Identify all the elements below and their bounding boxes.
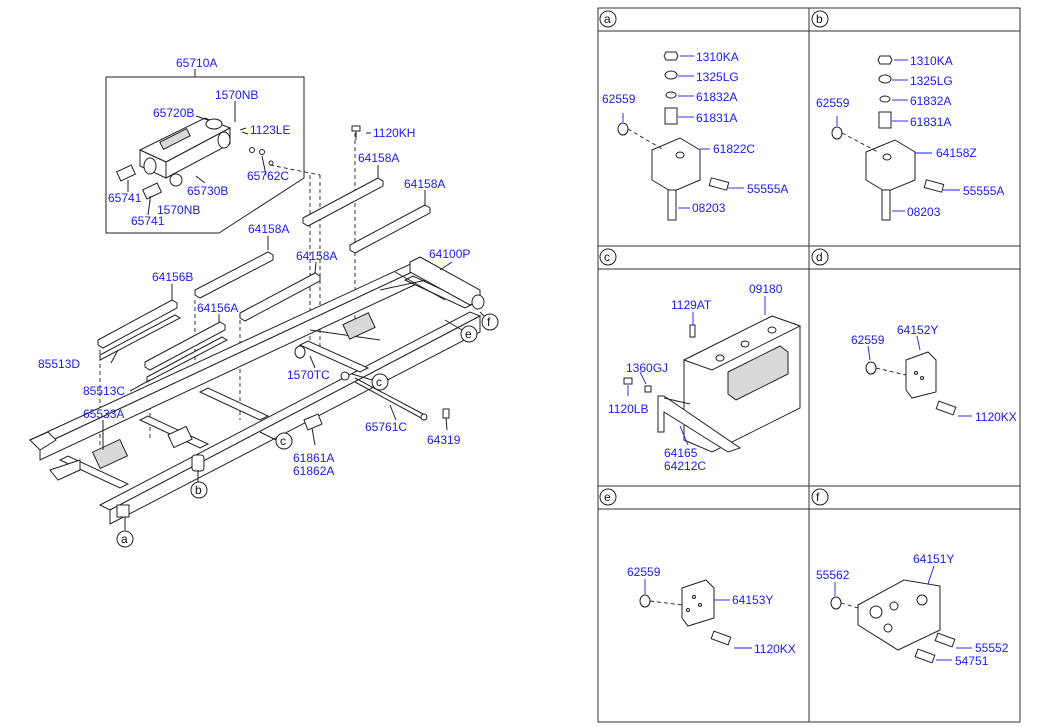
callout-b: b bbox=[195, 483, 202, 497]
panel-a-61832A: 61832A bbox=[696, 90, 737, 104]
callout-e: e bbox=[465, 327, 472, 341]
label-1570TC: 1570TC bbox=[287, 368, 330, 382]
label-64158A-2: 64158A bbox=[404, 177, 445, 191]
panel-b-61832A: 61832A bbox=[910, 94, 951, 108]
panel-b-61831A: 61831A bbox=[910, 115, 951, 129]
panel-c-64212C: 64212C bbox=[664, 459, 706, 473]
panel-e-62559: 62559 bbox=[627, 565, 661, 579]
panel-e-letter: e bbox=[604, 490, 611, 504]
panel-b-letter: b bbox=[816, 12, 823, 26]
panel-d-62559: 62559 bbox=[851, 333, 885, 347]
chassis-frame bbox=[28, 256, 485, 525]
panel-a-61822C: 61822C bbox=[713, 142, 755, 156]
callout-a: a bbox=[121, 532, 128, 546]
label-1123LE: 1123LE bbox=[250, 123, 290, 137]
label-64156B: 64156B bbox=[152, 270, 193, 284]
label-64158A-4: 64158A bbox=[296, 249, 337, 263]
panel-a-61831A: 61831A bbox=[696, 111, 737, 125]
panel-a-62559: 62559 bbox=[602, 92, 636, 106]
label-64158A: 64158A bbox=[358, 151, 399, 165]
panel-c-64165: 64165 bbox=[664, 446, 698, 460]
panel-a-letter: a bbox=[604, 12, 611, 26]
label-64100P: 64100P bbox=[429, 247, 470, 261]
panel-f-54751: 54751 bbox=[955, 654, 989, 668]
panel-f: 55562 64151Y 55552 54751 bbox=[816, 552, 1009, 668]
panel-b-1325LG: 1325LG bbox=[910, 74, 953, 88]
panel-a: 1310KA 1325LG 62559 61832A 61831A 61822C… bbox=[602, 50, 788, 221]
panel-c-1120LB: 1120LB bbox=[608, 402, 648, 416]
callout-f: f bbox=[487, 315, 491, 329]
panel-b: 1310KA 1325LG 62559 61832A 61831A 64158Z… bbox=[816, 54, 1004, 221]
panel-b-62559: 62559 bbox=[816, 96, 850, 110]
panel-f-55562: 55562 bbox=[816, 568, 850, 582]
label-64319: 64319 bbox=[427, 433, 461, 447]
panel-d: 62559 64152Y 1120KX bbox=[851, 323, 1017, 424]
panel-c-letter: c bbox=[604, 250, 610, 264]
label-64156A: 64156A bbox=[197, 301, 238, 315]
label-65741-2: 65741 bbox=[131, 214, 165, 228]
label-65741: 65741 bbox=[108, 191, 142, 205]
main-labels: 65710A 1570NB 65720B 1123LE 65762C 65730… bbox=[38, 56, 491, 546]
label-85513C: 85513C bbox=[83, 384, 125, 398]
label-1570NB: 1570NB bbox=[215, 88, 258, 102]
subassembly-box bbox=[105, 76, 305, 234]
tow-hitch bbox=[115, 117, 274, 200]
label-65720B: 65720B bbox=[153, 106, 194, 120]
panel-c-1360GJ: 1360GJ bbox=[626, 361, 668, 375]
main-assembly bbox=[28, 69, 499, 548]
panel-e-64153Y: 64153Y bbox=[732, 593, 773, 607]
label-65710A: 65710A bbox=[176, 56, 217, 70]
panel-a-1310KA: 1310KA bbox=[696, 50, 739, 64]
panel-f-64151Y: 64151Y bbox=[913, 552, 954, 566]
panel-c-1129AT: 1129AT bbox=[671, 298, 712, 312]
panel-d-letter: d bbox=[816, 250, 823, 264]
panel-f-55552: 55552 bbox=[975, 641, 1009, 655]
callout-c: c bbox=[280, 434, 286, 448]
panel-e: 62559 64153Y 1120KX bbox=[627, 565, 796, 656]
label-65761C: 65761C bbox=[365, 420, 407, 434]
label-61861A: 61861A bbox=[293, 451, 334, 465]
detail-grid: a b c d e f bbox=[597, 7, 1021, 723]
panel-f-letter: f bbox=[816, 490, 820, 504]
panel-c: 1129AT 09180 1360GJ 1120LB 64165 64212C bbox=[608, 282, 802, 473]
panel-d-1120KX: 1120KX bbox=[975, 410, 1017, 424]
label-85513D: 85513D bbox=[38, 357, 80, 371]
label-65730B: 65730B bbox=[187, 184, 228, 198]
label-1570NB-2: 1570NB bbox=[157, 203, 200, 217]
label-1120KH: 1120KH bbox=[373, 126, 415, 140]
panel-c-09180: 09180 bbox=[749, 282, 783, 296]
panel-b-08203: 08203 bbox=[907, 205, 941, 219]
panel-a-08203: 08203 bbox=[692, 201, 726, 215]
label-65762C: 65762C bbox=[247, 169, 289, 183]
label-64158A-3: 64158A bbox=[248, 222, 289, 236]
label-61862A: 61862A bbox=[293, 464, 334, 478]
panel-e-1120KX: 1120KX bbox=[754, 642, 796, 656]
panel-a-1325LG: 1325LG bbox=[696, 70, 739, 84]
panel-b-1310KA: 1310KA bbox=[910, 54, 953, 68]
panel-b-55555A: 55555A bbox=[963, 184, 1004, 198]
panel-a-55555A: 55555A bbox=[747, 182, 788, 196]
callout-c-2: c bbox=[376, 375, 382, 389]
panel-b-64158Z: 64158Z bbox=[936, 146, 977, 160]
label-65533A: 65533A bbox=[83, 407, 124, 421]
panel-d-64152Y: 64152Y bbox=[897, 323, 938, 337]
